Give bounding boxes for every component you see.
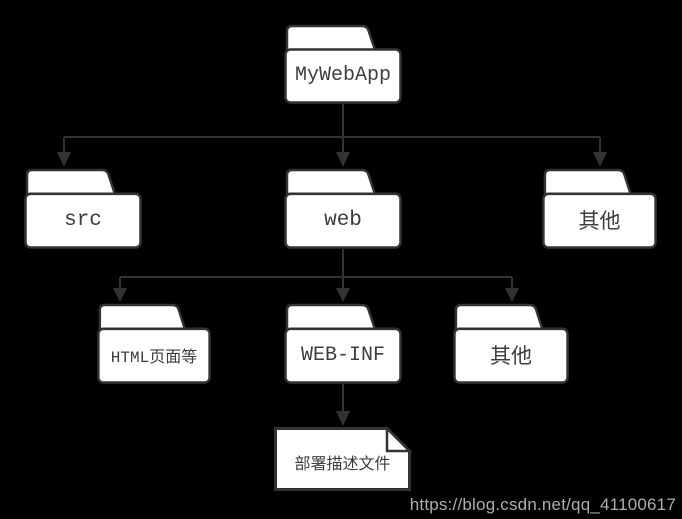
folder-icon [542,168,657,249]
node-other-1: 其他 [541,167,658,250]
folder-icon [24,168,142,249]
node-html-pages: HTML页面等 [96,302,212,385]
node-web: web [283,167,403,250]
node-label: src [64,208,102,232]
watermark-url: https://blog.csdn.net/qq_41100617 [409,495,676,514]
node-label: 其他 [578,212,621,235]
node-label: 其他 [490,347,532,370]
connector-mywebapp-to-row1 [63,104,601,154]
folder-icon [284,168,402,249]
node-mywebapp: MyWebApp [283,23,403,105]
connector-web-to-row2 [119,249,513,289]
node-label: web [324,208,362,232]
folder-icon [453,303,569,384]
node-label: HTML页面等 [110,349,198,367]
arrowheads-row2 [113,288,519,302]
arrowhead-doc [336,411,350,426]
folder-icon [284,24,402,104]
document-icon [274,426,412,491]
node-other-2: 其他 [452,302,570,385]
node-web-inf: WEB-INF [283,302,403,385]
folder-icon [97,303,211,384]
arrowheads-row1 [57,152,607,167]
folder-icon [284,303,402,384]
node-label: WEB-INF [300,343,385,367]
node-src: src [23,167,143,250]
node-label: 部署描述文件 [294,456,391,474]
node-label: MyWebApp [294,64,391,87]
node-deployment-descriptor: 部署描述文件 [273,426,412,492]
